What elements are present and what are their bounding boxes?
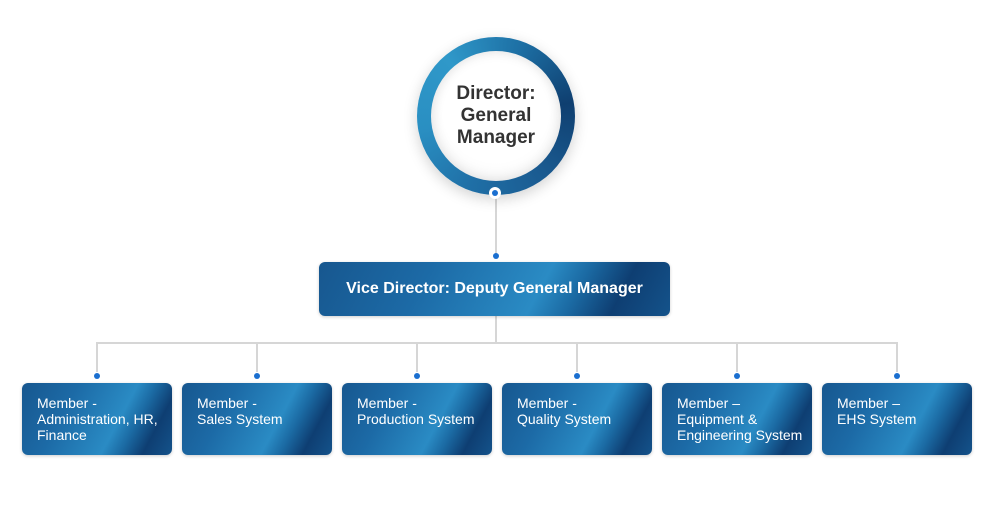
member-node-equipment-engineering: Member – Equipment & Engineering System bbox=[662, 383, 812, 455]
connector-dot bbox=[894, 373, 900, 379]
connector-dot bbox=[492, 190, 498, 196]
connector-vice-bus bbox=[495, 316, 497, 344]
director-node: Director: General Manager bbox=[417, 37, 575, 195]
connector-member-4 bbox=[576, 342, 578, 372]
director-node-inner: Director: General Manager bbox=[431, 51, 561, 181]
member-node-ehs: Member – EHS System bbox=[822, 383, 972, 455]
connector-horizontal-bus bbox=[96, 342, 898, 344]
connector-member-6 bbox=[896, 342, 898, 372]
connector-director-vice bbox=[495, 196, 497, 256]
connector-dot bbox=[94, 373, 100, 379]
member-label: Member - Production System bbox=[357, 395, 475, 427]
member-node-sales: Member - Sales System bbox=[182, 383, 332, 455]
connector-dot bbox=[734, 373, 740, 379]
connector-member-1 bbox=[96, 342, 98, 372]
member-label: Member - Sales System bbox=[197, 395, 283, 427]
member-node-administration: Member - Administration, HR, Finance bbox=[22, 383, 172, 455]
director-anchor bbox=[489, 187, 501, 199]
connector-dot bbox=[414, 373, 420, 379]
member-node-production: Member - Production System bbox=[342, 383, 492, 455]
connector-member-2 bbox=[256, 342, 258, 372]
vice-director-label: Vice Director: Deputy General Manager bbox=[346, 280, 643, 297]
connector-member-3 bbox=[416, 342, 418, 372]
member-label: Member – Equipment & Engineering System bbox=[677, 395, 803, 443]
member-label: Member - Quality System bbox=[517, 395, 612, 427]
member-node-quality: Member - Quality System bbox=[502, 383, 652, 455]
connector-member-5 bbox=[736, 342, 738, 372]
connector-dot bbox=[574, 373, 580, 379]
director-label: Director: General Manager bbox=[456, 83, 536, 148]
member-label: Member – EHS System bbox=[837, 395, 917, 427]
vice-director-node: Vice Director: Deputy General Manager bbox=[319, 262, 670, 316]
connector-dot bbox=[254, 373, 260, 379]
connector-dot bbox=[493, 253, 499, 259]
member-label: Member - Administration, HR, Finance bbox=[37, 395, 158, 443]
